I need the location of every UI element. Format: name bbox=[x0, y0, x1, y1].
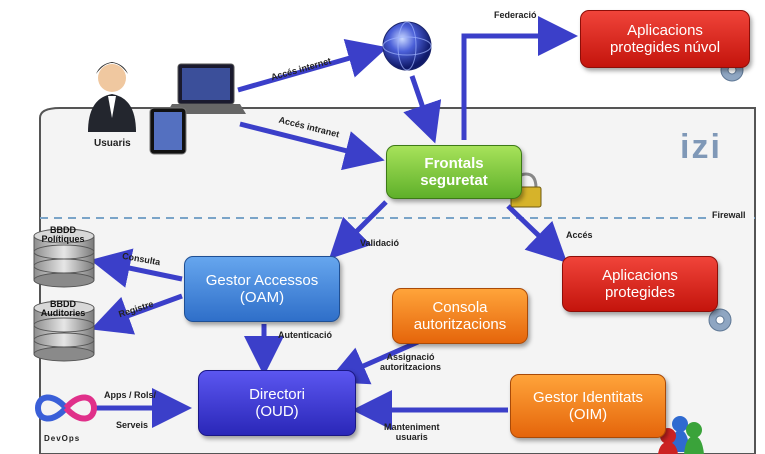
apps-protegides-line1: Aplicacions bbox=[602, 266, 678, 284]
label-usuaris: Usuaris bbox=[94, 138, 131, 149]
directori-line2: (OUD) bbox=[255, 403, 299, 420]
label-devops: DevOps bbox=[44, 434, 81, 443]
apps-nuvol-box: Aplicacions protegides núvol bbox=[580, 10, 750, 68]
frontals-box: Frontals seguretat bbox=[386, 145, 522, 199]
gestor-identitats-box: Gestor Identitats (OIM) bbox=[510, 374, 666, 438]
arrow-internet bbox=[237, 39, 388, 93]
user-icon bbox=[88, 62, 136, 132]
db-politiques-line1: BBDD bbox=[50, 225, 76, 235]
label-acces: Accés bbox=[566, 230, 593, 240]
tablet-icon bbox=[149, 107, 187, 155]
apps-protegides-box: Aplicacions protegides bbox=[562, 256, 718, 312]
arrow-registre bbox=[90, 293, 183, 335]
devops-infinity-icon bbox=[34, 394, 98, 422]
label-serveis: Serveis bbox=[116, 420, 149, 430]
label-apps-rols: Apps / Rols/ bbox=[104, 390, 157, 400]
db-auditories-line2: Auditories bbox=[40, 308, 86, 319]
directori-line1: Directori bbox=[249, 385, 305, 403]
internet-globe-icon bbox=[382, 21, 432, 71]
arrow-acces bbox=[506, 204, 568, 263]
laptop-icon bbox=[166, 63, 246, 114]
label-validacio: Validació bbox=[360, 238, 400, 248]
arrow-validacio bbox=[328, 200, 388, 260]
label-manteniment-line1: Manteniment bbox=[384, 422, 440, 432]
label-assignacio-line2: autoritzacions bbox=[380, 362, 442, 372]
arrow-consulta bbox=[90, 248, 183, 288]
frontals-line2: seguretat bbox=[420, 172, 488, 189]
label-manteniment: Manteniment usuaris bbox=[384, 422, 440, 442]
label-assignacio-line1: Assignació bbox=[386, 352, 435, 362]
apps-protegides-line2: protegides bbox=[604, 284, 676, 301]
consola-line1: Consola bbox=[432, 298, 488, 316]
arrow-intranet bbox=[239, 121, 385, 171]
db-auditories-label: BBDD Auditories bbox=[36, 299, 90, 319]
label-manteniment-line2: usuaris bbox=[395, 432, 428, 442]
arrow-federacio bbox=[461, 16, 578, 140]
gestor-accessos-box: Gestor Accessos (OAM) bbox=[184, 256, 340, 322]
gestor-identitats-line1: Gestor Identitats bbox=[532, 388, 644, 406]
label-federacio: Federació bbox=[494, 10, 537, 20]
consola-line2: autoritzacions bbox=[413, 316, 507, 333]
label-autenticacio: Autenticació bbox=[278, 330, 333, 340]
secure-zone-border bbox=[39, 107, 756, 454]
label-assignacio: Assignació autoritzacions bbox=[380, 352, 441, 372]
gestor-accessos-line1: Gestor Accessos bbox=[205, 271, 319, 289]
directori-box: Directori (OUD) bbox=[198, 370, 356, 436]
izi-logo: izi bbox=[680, 128, 722, 166]
gestor-identitats-line2: (OIM) bbox=[568, 406, 608, 423]
db-auditories-line1: BBDD bbox=[50, 299, 76, 309]
apps-nuvol-line2: protegides núvol bbox=[609, 39, 721, 56]
arrow-globe-frontals bbox=[403, 75, 442, 144]
consola-box: Consola autoritzacions bbox=[392, 288, 528, 344]
db-politiques-line2: Polítiques bbox=[41, 234, 85, 245]
gestor-accessos-line2: (OAM) bbox=[239, 289, 285, 306]
frontals-line1: Frontals bbox=[424, 154, 484, 172]
pawns-icon bbox=[658, 416, 704, 454]
db-politiques-label: BBDD Polítiques bbox=[38, 225, 88, 245]
label-firewall: Firewall bbox=[710, 210, 748, 220]
apps-nuvol-line1: Aplicacions bbox=[627, 21, 703, 39]
database-politiques-icon bbox=[33, 228, 95, 288]
database-auditories-icon bbox=[33, 300, 95, 362]
